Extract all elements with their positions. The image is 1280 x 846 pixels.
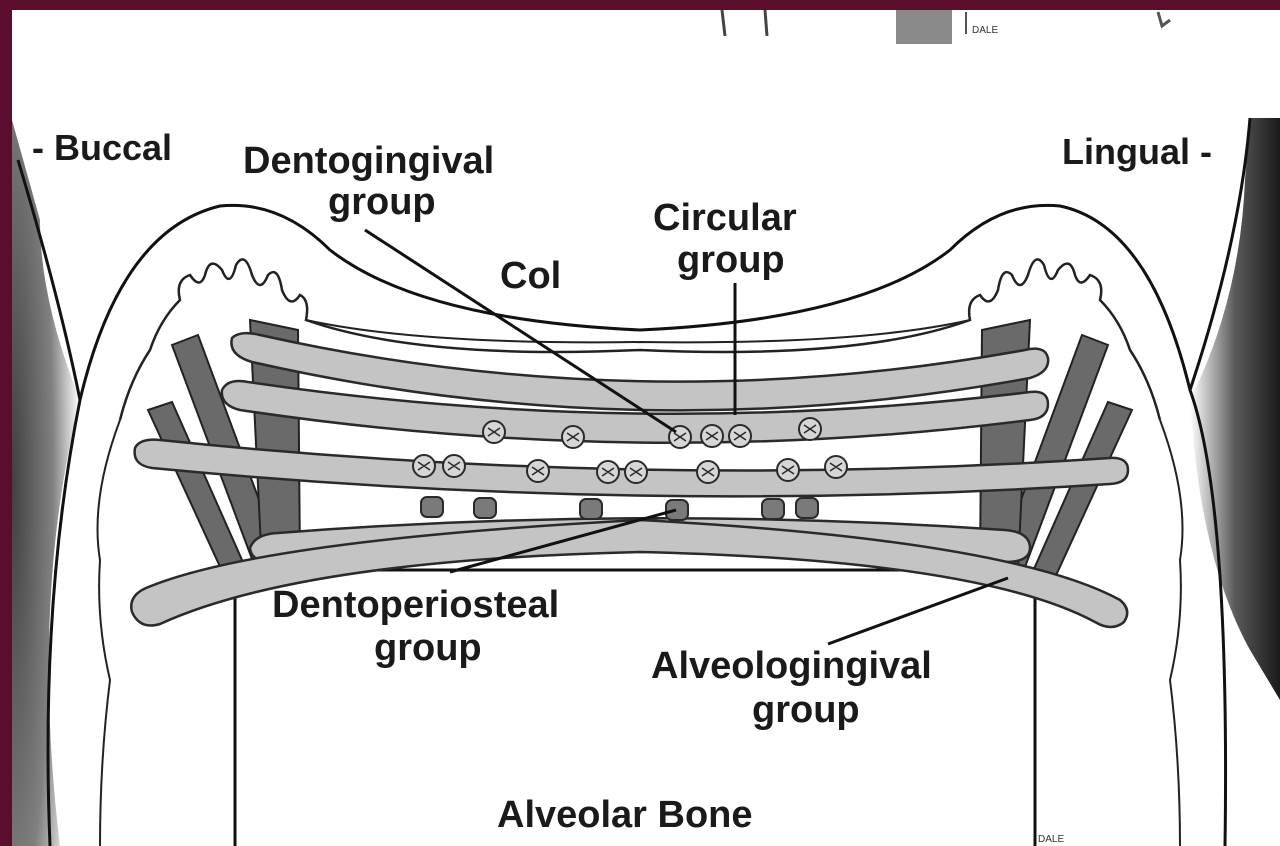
artist-signature-bottom: DALE bbox=[1038, 834, 1064, 845]
label-col: Col bbox=[500, 255, 561, 297]
label-dentoperiosteal: Dentoperiosteal bbox=[272, 584, 559, 626]
label-buccal: - Buccal bbox=[32, 127, 172, 168]
label-alveologingival: Alveologingival bbox=[651, 645, 932, 687]
label-alveolar-bone: Alveolar Bone bbox=[497, 794, 753, 836]
label-circular-group: group bbox=[677, 239, 785, 281]
label-lingual: Lingual - bbox=[1062, 131, 1212, 172]
label-circular: Circular bbox=[653, 197, 797, 239]
label-dentogingival-group: group bbox=[328, 181, 436, 223]
label-dentogingival: Dentogingival bbox=[243, 140, 494, 182]
label-dentoperiosteal-group: group bbox=[374, 627, 482, 669]
label-alveologingival-group: group bbox=[752, 689, 860, 731]
artist-signature-top: DALE bbox=[972, 25, 998, 36]
